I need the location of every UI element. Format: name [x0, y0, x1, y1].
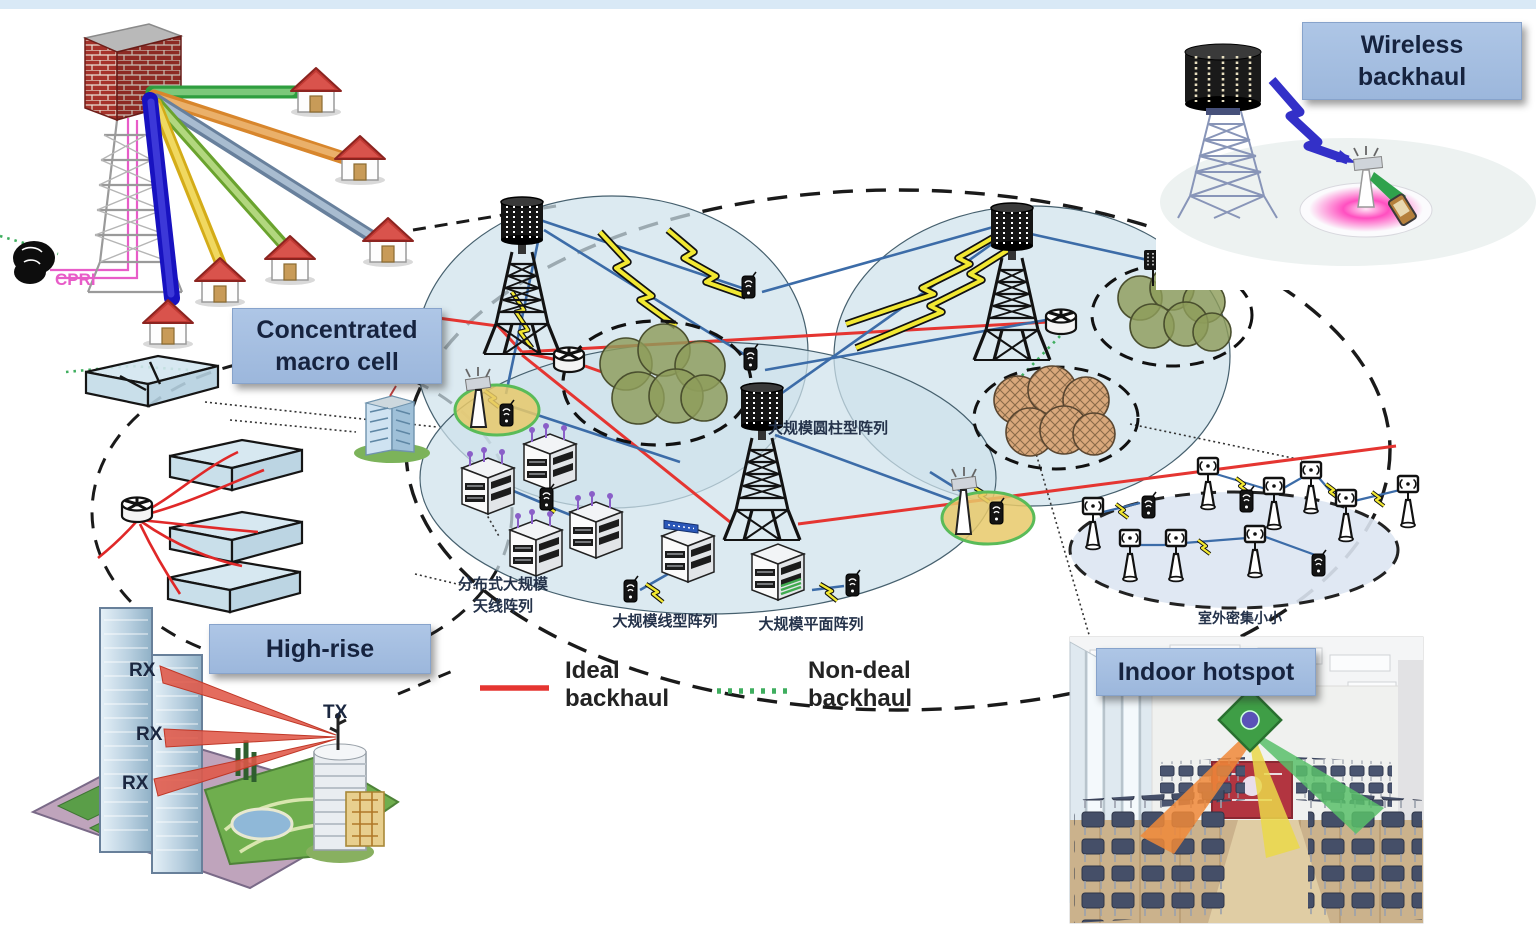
small-cell-antenna	[1353, 146, 1384, 208]
small-cell-site-left	[453, 367, 541, 437]
callout-indoor-hotspot: Indoor hotspot	[1096, 648, 1316, 696]
distributed-array-buildings	[461, 423, 623, 577]
planar-array-building	[751, 543, 805, 601]
ceiling-antenna-diamond	[1217, 687, 1283, 753]
hotspot-beams	[1140, 734, 1384, 858]
mimo-beams	[142, 85, 381, 306]
label-distributed-array: 分布式大规模 天线阵列	[457, 575, 548, 615]
label-cylindrical-array: 大规模圆柱型阵列	[768, 419, 889, 437]
callout-high-rise: High-rise	[209, 624, 431, 674]
legend-ideal-backhaul-label: Ideal backhaul	[565, 657, 670, 712]
linear-array-relay	[623, 575, 639, 603]
cpri-label: CPRI	[55, 270, 96, 289]
relay-node-top	[741, 271, 757, 299]
cran-floor-slabs	[84, 354, 304, 614]
small-cell-site-right	[940, 467, 1036, 546]
outdoor-small-cell-mesh	[1068, 456, 1420, 610]
rru-drum-left	[552, 346, 586, 374]
cpri-fiber-lines	[50, 118, 139, 280]
dotted-connectors	[204, 401, 1303, 639]
callout-wireless-backhaul: Wireless backhaul	[1302, 22, 1522, 100]
chair-rows-right-near	[1308, 790, 1422, 920]
linear-array-building	[661, 519, 715, 583]
high-rise-inset	[30, 607, 400, 890]
bbu-drum-cran	[120, 496, 154, 524]
label-planar-array: 大规模平面阵列	[758, 615, 864, 633]
planar-array-relay	[845, 569, 861, 597]
orange-virtual-cell-cluster	[972, 365, 1140, 471]
cran-fiber-red-curves	[97, 450, 265, 595]
highrise-beams	[153, 665, 337, 797]
rx-label-1: RX	[129, 660, 156, 681]
tx-label: TX	[323, 702, 348, 723]
legend-non-ideal-backhaul-label: Non-deal backhaul	[808, 657, 913, 712]
user-device	[1387, 193, 1417, 226]
rx-label-2: RX	[136, 724, 163, 745]
backhaul-bolt-navy	[1268, 77, 1356, 165]
label-linear-array: 大规模线型阵列	[612, 612, 718, 630]
top-strip	[0, 0, 1536, 9]
rru-drum-right	[1044, 308, 1078, 336]
olive-virtual-cell-cluster-center	[561, 319, 753, 447]
label-outdoor-small-cells: 室外密集小小	[1198, 611, 1282, 627]
rx-label-3: RX	[122, 773, 149, 794]
relay-node-mid	[743, 343, 759, 371]
legend-marks	[480, 685, 789, 694]
callout-concentrated-macro-cell: Concentrated macro cell	[232, 308, 442, 384]
bbu-device	[13, 241, 55, 284]
office-building	[354, 385, 430, 463]
